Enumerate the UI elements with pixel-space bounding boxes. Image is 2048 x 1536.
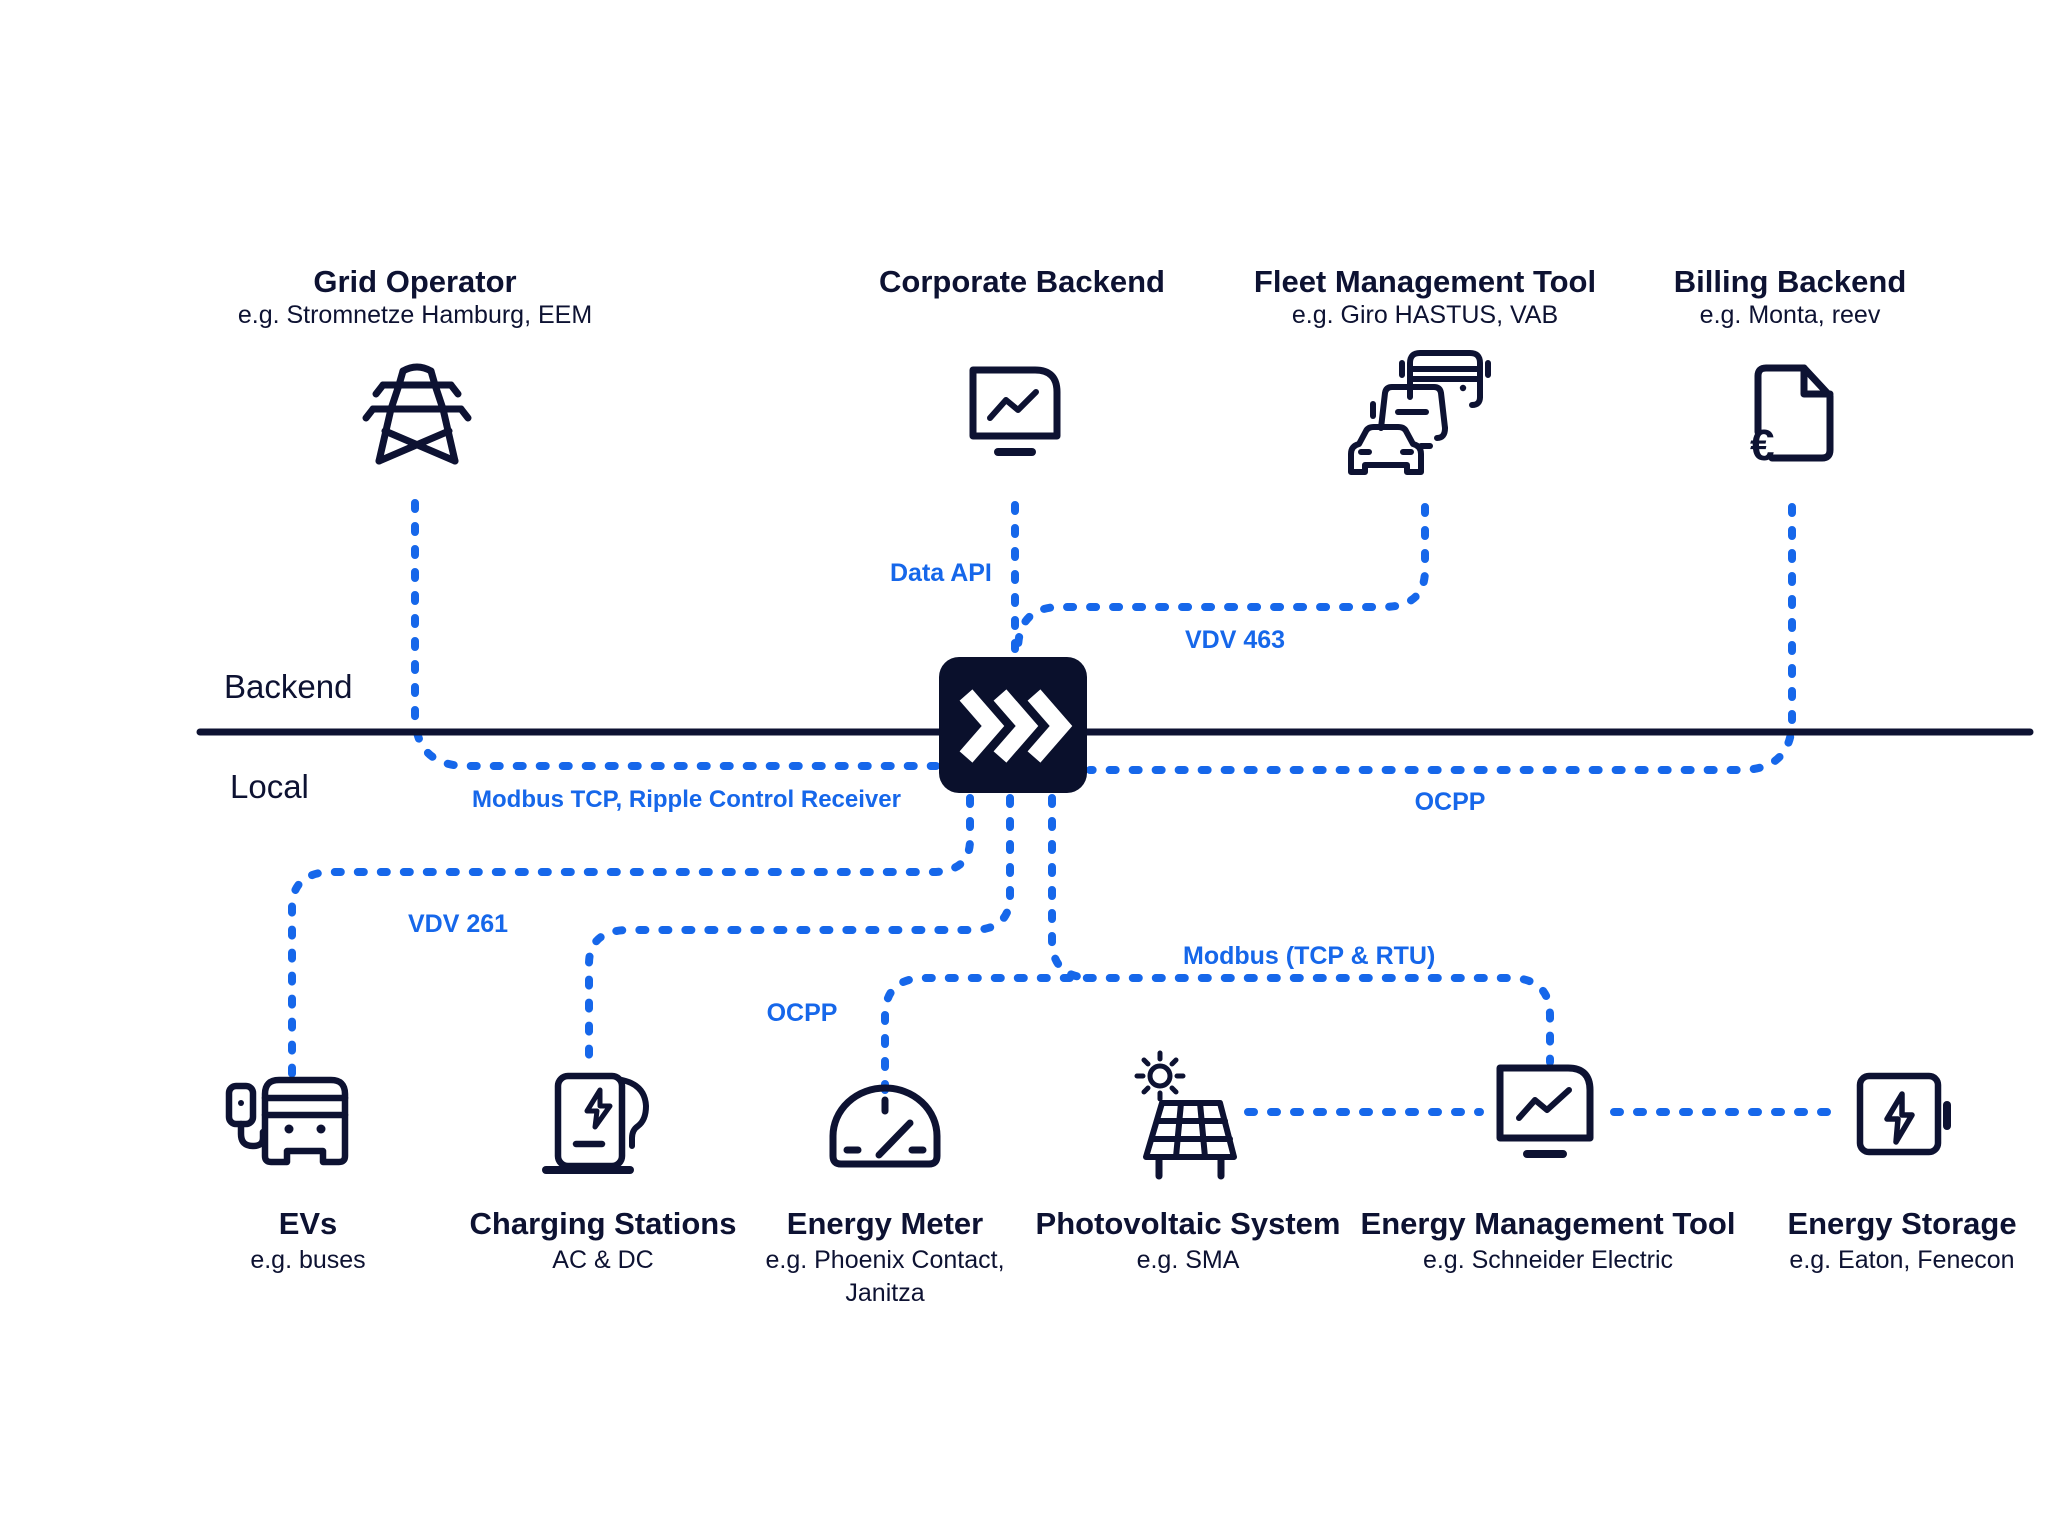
evs-connection (288, 794, 974, 1080)
billing-backend-subtitle: e.g. Monta, reev (1699, 301, 1881, 329)
grid-operator-connection (411, 499, 940, 770)
hub-logo (939, 657, 1087, 793)
energy-meter-title: Energy Meter (786, 1206, 984, 1241)
triple-chevron-icon (959, 689, 1073, 763)
vdv-463-label: VDV 463 (1185, 626, 1286, 654)
local-zone-label: Local (230, 768, 309, 805)
energy-meter-subtitle2: Janitza (845, 1279, 925, 1307)
backend-zone-label: Backend (224, 668, 353, 705)
euro-symbol: € (1750, 421, 1774, 470)
evs-subtitle: e.g. buses (250, 1246, 366, 1274)
monitor-chart-icon-emt (1496, 1064, 1594, 1158)
energy-management-subtitle: e.g. Schneider Electric (1422, 1246, 1674, 1274)
corporate-backend-title: Corporate Backend (879, 264, 1165, 299)
charging-station-icon (542, 1072, 649, 1174)
monitor-chart-icon (969, 366, 1061, 456)
charging-stations-title: Charging Stations (469, 1206, 737, 1241)
electric-bus-icon (225, 1076, 349, 1166)
grid-operator-title: Grid Operator (313, 264, 517, 299)
energy-storage-subtitle: e.g. Eaton, Fenecon (1789, 1246, 2015, 1274)
charging-stations-subtitle: AC & DC (552, 1246, 654, 1274)
ocpp-backend-label: OCPP (1414, 788, 1486, 816)
vdv-261-label: VDV 261 (408, 910, 509, 938)
energy-meter-subtitle: e.g. Phoenix Contact, (765, 1246, 1005, 1274)
fleet-management-connection (1014, 503, 1429, 654)
grid-operator-subtitle: e.g. Stromnetze Hamburg, EEM (237, 301, 593, 329)
vehicle-fleet-icon (1348, 350, 1491, 475)
ocpp-local-label: OCPP (766, 999, 838, 1027)
energy-gauge-icon (829, 1084, 941, 1168)
charging-stations-connection (585, 794, 1014, 1074)
billing-backend-title: Billing Backend (1673, 264, 1907, 299)
meter-emt-branch-connection (881, 974, 1554, 1094)
transmission-tower-icon (362, 363, 472, 465)
fleet-management-title: Fleet Management Tool (1253, 264, 1597, 299)
invoice-euro-icon (1754, 364, 1834, 462)
data-api-label: Data API (890, 559, 992, 587)
modbus-ripple-label: Modbus TCP, Ripple Control Receiver (472, 786, 901, 813)
modbus-tcp-rtu-label: Modbus (TCP & RTU) (1183, 942, 1436, 970)
billing-backend-connection (1086, 503, 1796, 774)
evs-title: EVs (278, 1206, 338, 1241)
energy-storage-title: Energy Storage (1787, 1206, 2017, 1241)
modbus-hub-stub-connection (1048, 794, 1096, 982)
solar-panel-icon (1134, 1050, 1237, 1180)
photovoltaic-title: Photovoltaic System (1035, 1206, 1341, 1241)
fleet-management-subtitle: e.g. Giro HASTUS, VAB (1291, 301, 1559, 329)
energy-management-title: Energy Management Tool (1360, 1206, 1736, 1241)
battery-bolt-icon (1856, 1072, 1951, 1156)
photovoltaic-subtitle: e.g. SMA (1136, 1246, 1240, 1274)
